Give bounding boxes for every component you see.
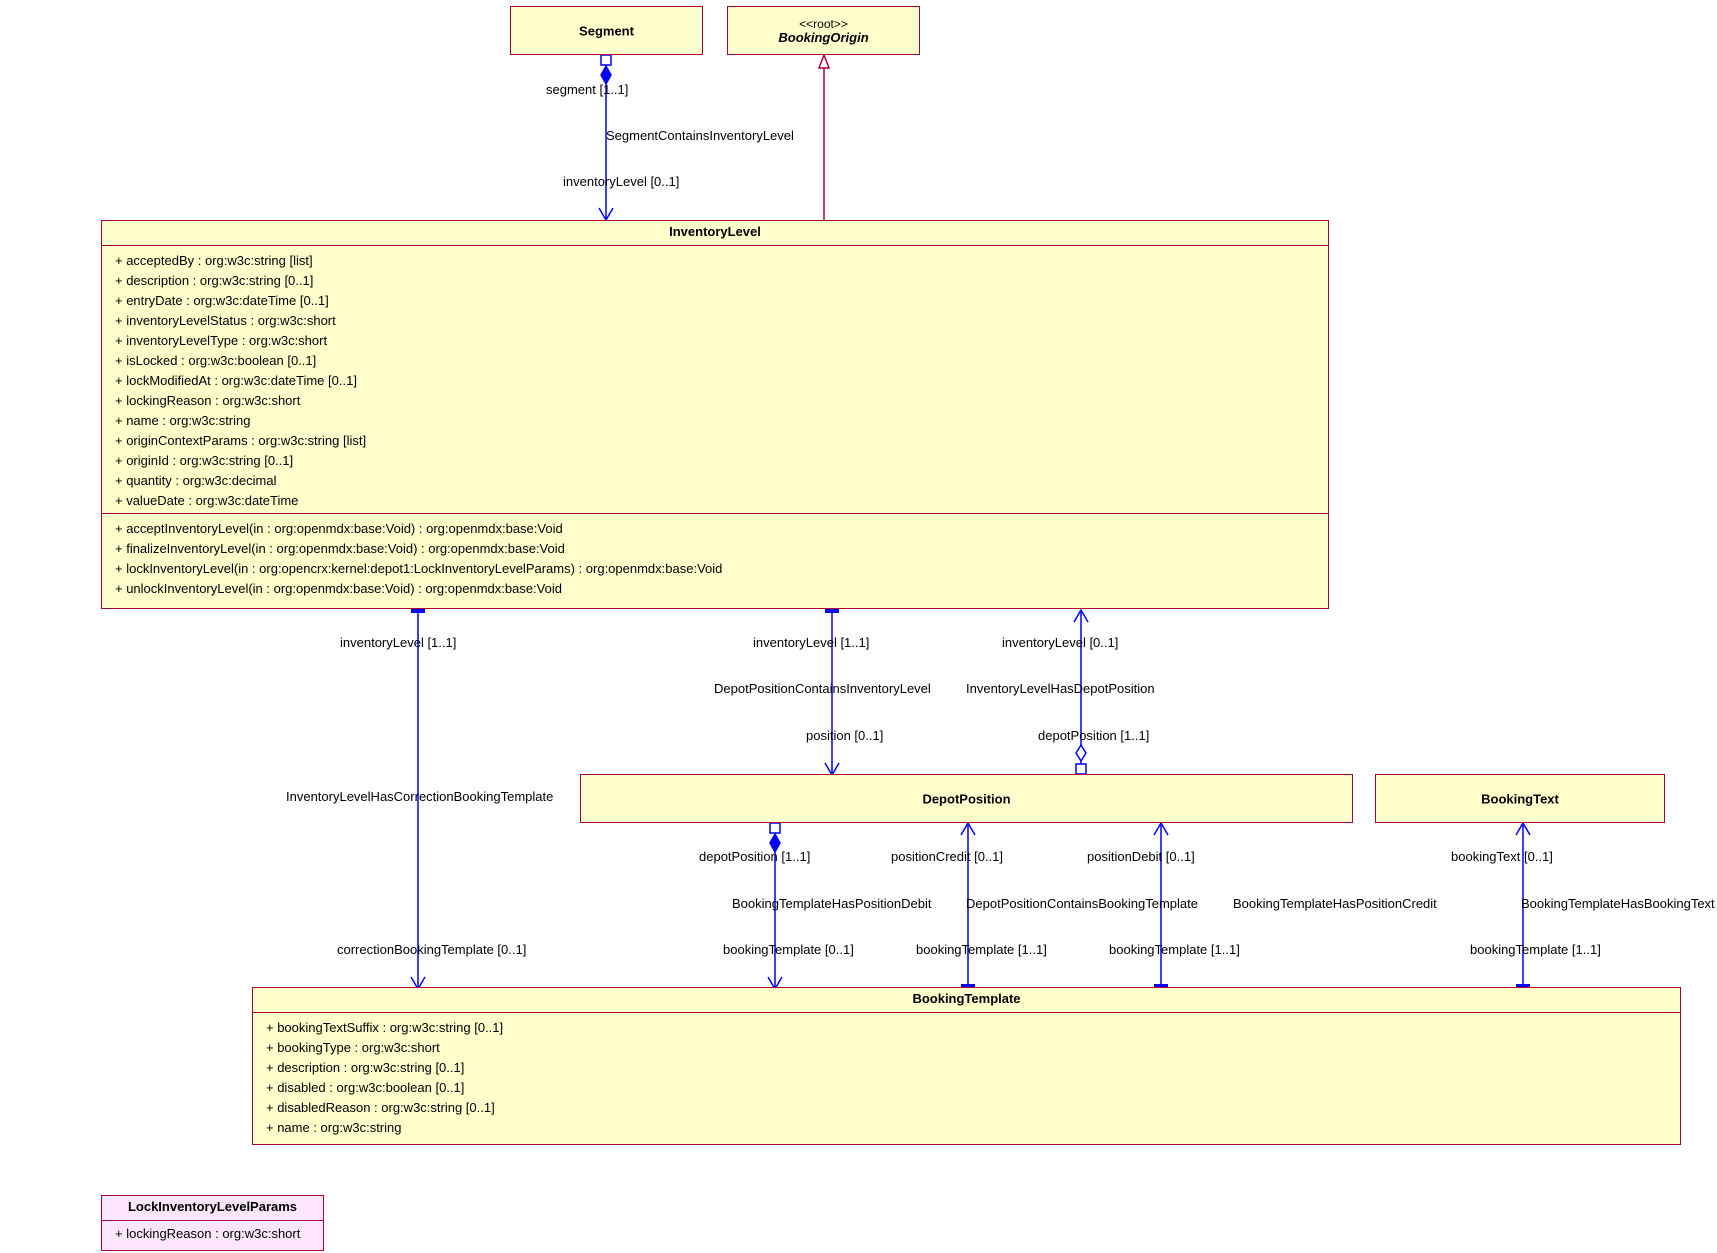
btpd-bt-end-label: bookingTemplate [0..1] [723, 942, 854, 957]
btbt-bt-end-label: bookingText [0..1] [1451, 849, 1553, 864]
operations-section: + acceptInventoryLevel(in : org:openmdx:… [102, 513, 1328, 601]
operation: + unlockInventoryLevel(in : org:openmdx:… [115, 581, 562, 596]
ildp-arrowhead [1073, 608, 1089, 623]
attribute: + name : org:w3c:string [266, 1120, 402, 1135]
attribute: + entryDate : org:w3c:dateTime [0..1] [115, 293, 329, 308]
dpbt-arrowhead [960, 821, 976, 836]
dpbt-assoc-label: DepotPositionContainsBookingTemplate [966, 896, 1198, 911]
class-name: LockInventoryLevelParams [102, 1196, 323, 1221]
class-name: BookingTemplate [253, 988, 1680, 1013]
btpd-dp-end-label: depotPosition [1..1] [699, 849, 811, 864]
class-name: BookingText [1481, 791, 1559, 806]
attribute: + originContextParams : org:w3c:string [… [115, 433, 367, 448]
attribute: + lockModifiedAt : org:w3c:dateTime [0..… [115, 373, 357, 388]
btbt-arrowhead [1515, 821, 1531, 836]
class-inventory-level[interactable]: InventoryLevel + acceptedBy : org:w3c:st… [101, 220, 1329, 609]
attribute: + name : org:w3c:string [115, 413, 251, 428]
attribute: + originId : org:w3c:string [0..1] [115, 453, 294, 468]
attribute: + description : org:w3c:string [0..1] [115, 273, 314, 288]
btbt-tmpl-end-label: bookingTemplate [1..1] [1470, 942, 1601, 957]
class-depot-position[interactable]: DepotPosition [580, 774, 1353, 823]
operation: + acceptInventoryLevel(in : org:openmdx:… [115, 521, 563, 536]
attribute: + inventoryLevelType : org:w3c:short [115, 333, 328, 348]
segment-qualifier-square [600, 54, 612, 66]
class-booking-template[interactable]: BookingTemplate + bookingTextSuffix : or… [252, 987, 1681, 1145]
attribute: + quantity : org:w3c:decimal [115, 473, 277, 488]
segment-end-label: segment [1..1] [546, 82, 629, 97]
dpil-pos-end-label: position [0..1] [806, 728, 884, 743]
class-name: BookingOrigin [778, 29, 869, 45]
btpc-arrowhead [1153, 821, 1169, 836]
ildp-dp-end-label: depotPosition [1..1] [1038, 728, 1150, 743]
class-lock-inventory-level-params[interactable]: LockInventoryLevelParams + lockingReason… [101, 1195, 324, 1251]
attribute: + inventoryLevelStatus : org:w3c:short [115, 313, 336, 328]
attribute: + disabledReason : org:w3c:string [0..1] [266, 1100, 495, 1115]
ildp-aggregation-diamond [1075, 743, 1087, 763]
dpbt-bt-end-label: bookingTemplate [1..1] [916, 942, 1047, 957]
dpbt-pc-end-label: positionCredit [0..1] [891, 849, 1004, 864]
corr-bt-end-label: correctionBookingTemplate [0..1] [337, 942, 527, 957]
btpc-bt-end-label: bookingTemplate [1..1] [1109, 942, 1240, 957]
btpd-qualifier-square [769, 822, 781, 834]
segment-assoc-label: SegmentContainsInventoryLevel [606, 128, 794, 143]
attribute: + lockingReason : org:w3c:short [115, 1226, 301, 1241]
attribute: + valueDate : org:w3c:dateTime [115, 493, 299, 508]
attribute: + acceptedBy : org:w3c:string [list] [115, 253, 313, 268]
btpc-assoc-label: BookingTemplateHasPositionCredit [1233, 896, 1437, 911]
attributes-section: + acceptedBy : org:w3c:string [list] + d… [102, 246, 1328, 513]
class-name: InventoryLevel [102, 221, 1328, 246]
ildp-assoc-label: InventoryLevelHasDepotPosition [966, 681, 1155, 696]
ildp-inv-end-label: inventoryLevel [0..1] [1002, 635, 1119, 650]
segment-composition-diamond [600, 64, 612, 86]
attribute: + bookingTextSuffix : org:w3c:string [0.… [266, 1020, 504, 1035]
attributes-section: + bookingTextSuffix : org:w3c:string [0.… [253, 1013, 1680, 1140]
attribute: + description : org:w3c:string [0..1] [266, 1060, 465, 1075]
corr-assoc-label: InventoryLevelHasCorrectionBookingTempla… [286, 789, 554, 804]
generalization-arrowhead [817, 52, 831, 69]
class-name: DepotPosition [922, 791, 1011, 806]
btbt-assoc-label: BookingTemplateHasBookingText [1521, 896, 1715, 911]
attribute: + lockingReason : org:w3c:short [115, 393, 301, 408]
attribute: + isLocked : org:w3c:boolean [0..1] [115, 353, 317, 368]
corr-inv-end-label: inventoryLevel [1..1] [340, 635, 457, 650]
attribute: + disabled : org:w3c:boolean [0..1] [266, 1080, 465, 1095]
class-booking-text[interactable]: BookingText [1375, 774, 1665, 823]
btpd-composition-diamond [769, 832, 781, 854]
class-title: <<root>> BookingOrigin [728, 17, 919, 45]
operation: + finalizeInventoryLevel(in : org:openmd… [115, 541, 565, 556]
attributes-section: + lockingReason : org:w3c:short [102, 1221, 323, 1246]
class-booking-origin[interactable]: <<root>> BookingOrigin [727, 6, 920, 55]
attribute: + bookingType : org:w3c:short [266, 1040, 440, 1055]
btpc-pd-end-label: positionDebit [0..1] [1087, 849, 1195, 864]
segment-inv-end-label: inventoryLevel [0..1] [563, 174, 680, 189]
dpil-assoc-label: DepotPositionContainsInventoryLevel [714, 681, 931, 696]
class-segment[interactable]: Segment [510, 6, 703, 55]
dpil-inv-end-label: inventoryLevel [1..1] [753, 635, 870, 650]
operation: + lockInventoryLevel(in : org:opencrx:ke… [115, 561, 723, 576]
stereotype: <<root>> [799, 16, 848, 31]
ildp-qualifier-square [1075, 763, 1087, 775]
class-name: Segment [579, 23, 634, 38]
btpd-assoc-label: BookingTemplateHasPositionDebit [732, 896, 932, 911]
